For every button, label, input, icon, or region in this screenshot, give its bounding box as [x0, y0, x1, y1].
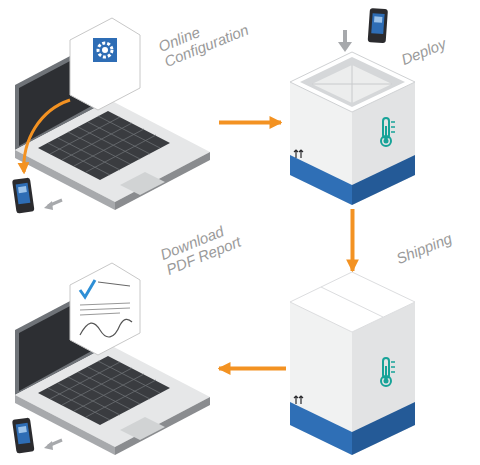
flow-arrow [351, 209, 355, 271]
stage-label: Deploy [399, 31, 461, 68]
stage-node: Download PDF Report [5, 280, 215, 462]
stage-node: Deploy [285, 40, 415, 205]
config-sheet [70, 18, 140, 110]
stage-label: Download PDF Report [158, 213, 258, 278]
stage-label: Online Configuration [156, 3, 261, 70]
flow-arrow [219, 121, 281, 125]
flow-arrow [219, 367, 286, 371]
stage-label: Shipping [394, 226, 465, 267]
stage-node: Online Configuration [5, 40, 215, 210]
report-sheet [70, 263, 140, 355]
stage-node: Shipping [290, 275, 415, 457]
